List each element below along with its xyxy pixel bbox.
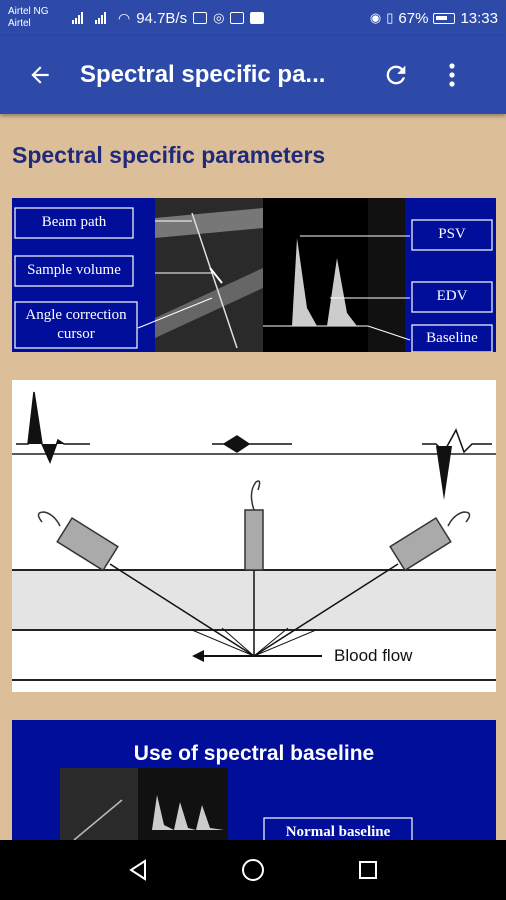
refresh-button[interactable] xyxy=(368,36,424,114)
carrier-secondary: Airtel xyxy=(8,18,31,29)
carrier-info: Airtel NG Airtel xyxy=(8,6,72,30)
label-psv: PSV xyxy=(438,226,466,242)
clock: 13:33 xyxy=(460,9,498,27)
carrier-primary: Airtel NG xyxy=(8,6,49,17)
content-area[interactable]: Spectral specific parameters xyxy=(0,114,506,840)
more-vert-icon xyxy=(449,63,455,87)
label-edv: EDV xyxy=(436,288,468,304)
battery-percent: 67% xyxy=(398,9,429,27)
back-button[interactable] xyxy=(0,36,80,114)
baseline-illustration xyxy=(60,768,413,840)
vibrate-icon: ▯ xyxy=(386,10,394,25)
status-bar: Airtel NG Airtel ◠ 94.7B/s ◎ ◉ ▯ 67% 13:… xyxy=(0,0,506,36)
nav-recents-button[interactable] xyxy=(348,850,388,890)
transducer-angle-diagram: Blood flow xyxy=(12,380,496,692)
spectral-baseline-figure: Use of spectral baseline Normal baseline xyxy=(12,720,496,840)
triangle-back-icon xyxy=(128,859,146,881)
label-beam-path: Beam path xyxy=(41,214,107,230)
nav-back-button[interactable] xyxy=(118,850,158,890)
youtube-icon xyxy=(250,12,265,24)
doppler-spectrum-illustration xyxy=(14,198,493,353)
label-blood-flow: Blood flow xyxy=(334,646,413,665)
circle-home-icon xyxy=(241,859,264,881)
navigation-bar xyxy=(0,840,506,900)
label-sample-volume: Sample volume xyxy=(27,262,121,278)
eye-icon: ◉ xyxy=(369,10,382,25)
signal-icon xyxy=(72,12,83,24)
signal-2-icon xyxy=(95,12,106,24)
wifi-icon: ◠ xyxy=(118,9,131,26)
arrow-left-icon xyxy=(31,66,49,84)
figure-title: Use of spectral baseline xyxy=(133,742,375,765)
app-bar: Spectral specific pa... xyxy=(0,36,506,114)
page-title: Spectral specific parameters xyxy=(12,142,326,168)
mail-icon xyxy=(193,12,208,24)
battery-icon xyxy=(433,12,456,24)
network-speed: 94.7B/s xyxy=(136,9,188,27)
hotspot-icon: ◎ xyxy=(213,10,225,25)
label-baseline: Baseline xyxy=(426,330,478,346)
doppler-spectrum-figure: Beam path Sample volume Angle correction… xyxy=(12,198,496,353)
label-normal-baseline: Normal baseline xyxy=(285,824,391,840)
chat-icon xyxy=(230,12,245,24)
app-title: Spectral specific pa... xyxy=(80,61,326,88)
refresh-icon xyxy=(386,65,406,85)
angle-diagram-illustration xyxy=(12,391,496,681)
square-recents-icon xyxy=(359,861,378,879)
nav-home-button[interactable] xyxy=(233,850,273,890)
label-angle-correction: Angle correction cursor xyxy=(25,307,127,342)
more-options-button[interactable] xyxy=(424,36,480,114)
